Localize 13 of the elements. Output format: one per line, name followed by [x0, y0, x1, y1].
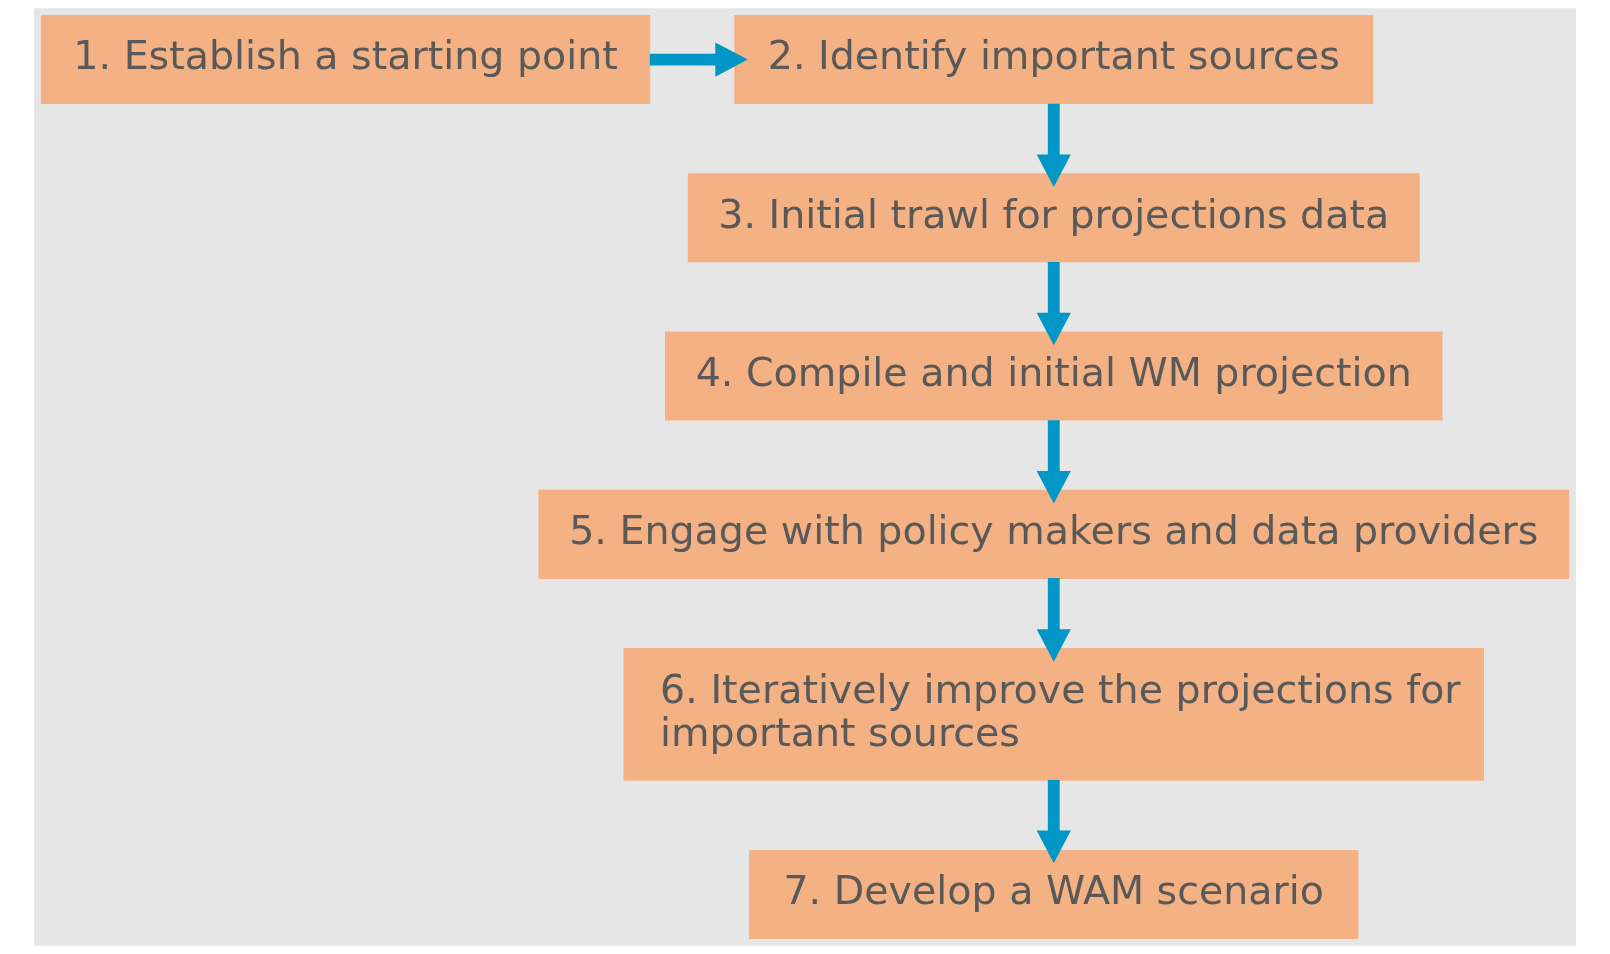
node-box: 6. Iteratively improve the projections for important sources: [623, 648, 1484, 781]
node-box: 4. Compile and initial WM projection: [665, 331, 1443, 421]
node-box: 1. Establish a starting point: [40, 15, 651, 105]
arrow: [1036, 779, 1071, 864]
node-box: 5. Engage with policy makers and data providers: [538, 489, 1570, 579]
arrow: [1036, 578, 1071, 662]
node-box: 2. Identify important sources: [734, 15, 1374, 105]
node-box: 3. Initial trawl for projections data: [687, 173, 1420, 263]
arrow: [1036, 103, 1071, 188]
arrow: [649, 42, 748, 77]
node-box: 7. Develop a WAM scenario: [749, 849, 1359, 939]
arrow: [1036, 420, 1071, 504]
arrow: [1036, 262, 1071, 346]
